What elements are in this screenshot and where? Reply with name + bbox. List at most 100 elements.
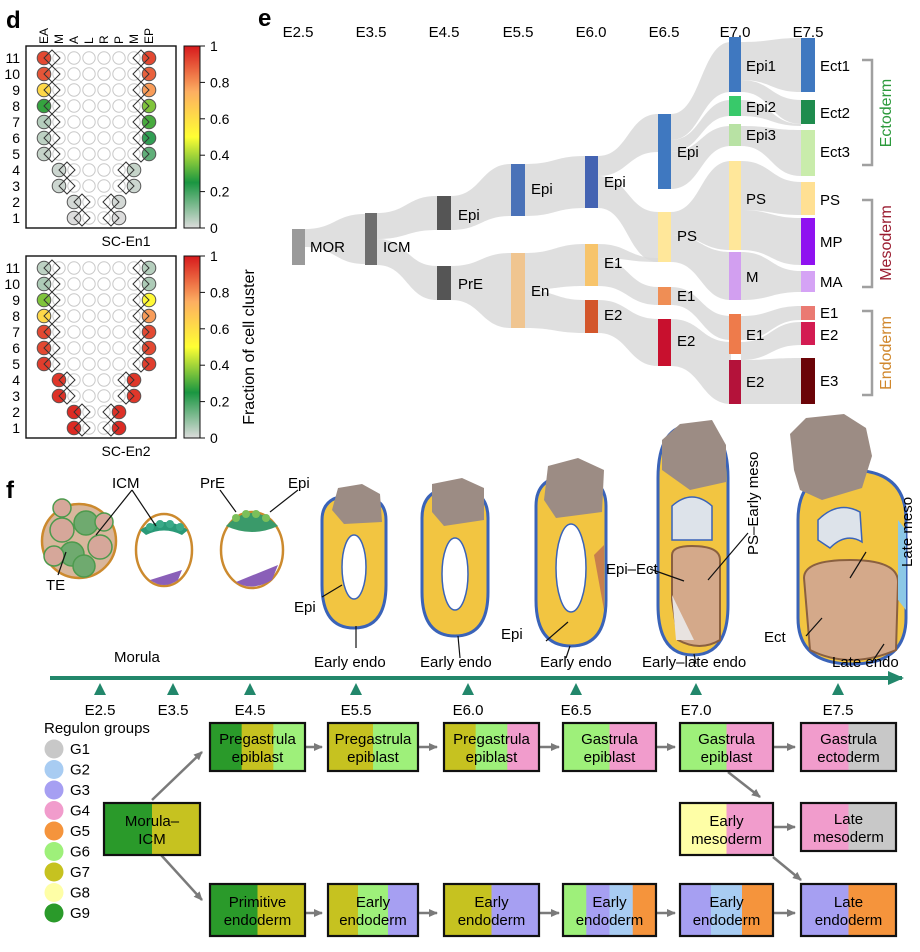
legend-label: G8 [70,885,90,902]
empty-cell [112,389,126,403]
timeline-stage-label: E7.5 [823,702,854,719]
flow [741,38,801,92]
flow [671,319,731,404]
empty-cell [112,357,126,371]
node-label: Epi [677,144,699,161]
empty-cell [112,341,126,355]
timeline-stage-label: E7.0 [681,702,712,719]
layer-label: M [127,34,141,44]
empty-cell [97,357,111,371]
empty-cell [97,163,111,177]
node-ps-e75 [801,182,815,215]
empty-cell [82,115,96,129]
legend-swatch [44,739,64,759]
row-number: 2 [12,194,20,210]
timeline-stage-label: E6.5 [561,702,592,719]
empty-cell [67,309,81,323]
row-number: 9 [12,82,20,98]
empty-cell [127,357,141,371]
node-label: Epi1 [746,58,776,75]
colorbar [183,255,201,439]
node-label: Ect2 [820,105,850,122]
stage-label: E7.5 [793,24,824,41]
stage-label: E7.0 [720,24,751,41]
node-epi-e55 [511,164,525,216]
legend-title: Regulon groups [44,720,150,737]
regulon-band [104,803,153,855]
node-mor [292,229,305,265]
flow [451,164,511,230]
regulon-band [726,803,774,855]
heatmap-frame [25,255,177,439]
boundary-mark [132,355,150,373]
panel-label-f: f [6,477,15,504]
node-label: PS [677,228,697,245]
flow [741,80,801,124]
boundary-mark [43,145,61,163]
node-e1-e70 [729,314,741,354]
state-box-line: epiblast [466,749,519,766]
legend-label: G9 [70,905,90,922]
empty-cell [97,195,111,209]
node-label: E2 [746,374,764,391]
colorbar-tick-label: 0.6 [210,321,230,337]
empty-cell [127,341,141,355]
embryo-label-icm: ICM [112,475,140,492]
row-number: 4 [12,162,20,178]
empty-cell [67,83,81,97]
state-box-border [561,882,658,938]
node-label: E1 [604,255,622,272]
state-box-line: Gastrula [698,731,755,748]
empty-cell [97,67,111,81]
legend-swatch [44,903,64,923]
empty-cell [52,341,66,355]
regulon-band [609,723,657,771]
embryo-e70 [656,420,730,657]
empty-cell [82,325,96,339]
timeline-stage-label: E2.5 [85,702,116,719]
boundary-mark [102,209,120,227]
colorbar-1: 10.80.60.40.20 [183,38,230,236]
row-number: 6 [12,130,20,146]
state-box-border [208,721,307,773]
regulon-band [848,723,897,771]
empty-cell [82,293,96,307]
flow [377,196,437,239]
bracket-ectoderm [862,58,874,167]
empty-cell [127,115,141,129]
row-number: 8 [12,308,20,324]
row-number: 11 [5,260,20,276]
stage-label: E3.5 [356,24,387,41]
row-number: 5 [12,146,20,162]
empty-cell [97,325,111,339]
empty-cell [52,325,66,339]
state-box-line: endoderm [576,912,644,929]
state-box-line: ectoderm [817,749,880,766]
node-ect1 [801,38,815,92]
node-epi3 [729,124,741,146]
flow [741,100,801,126]
state-box-line: Morula– [125,813,180,830]
boundary-mark [73,419,91,437]
regulon-band [358,884,389,936]
embryo-label-ect: Ect [764,629,787,646]
state-box-line: Early [356,894,391,911]
bracket-endoderm [862,309,874,397]
row-number: 7 [12,114,20,130]
empty-cell [97,373,111,387]
node-e2-e65 [658,319,671,366]
timeline-stage-label: E3.5 [158,702,189,719]
timeline-tick [94,683,106,695]
empty-cell [52,147,66,161]
empty-cell [97,211,111,225]
empty-cell [97,405,111,419]
